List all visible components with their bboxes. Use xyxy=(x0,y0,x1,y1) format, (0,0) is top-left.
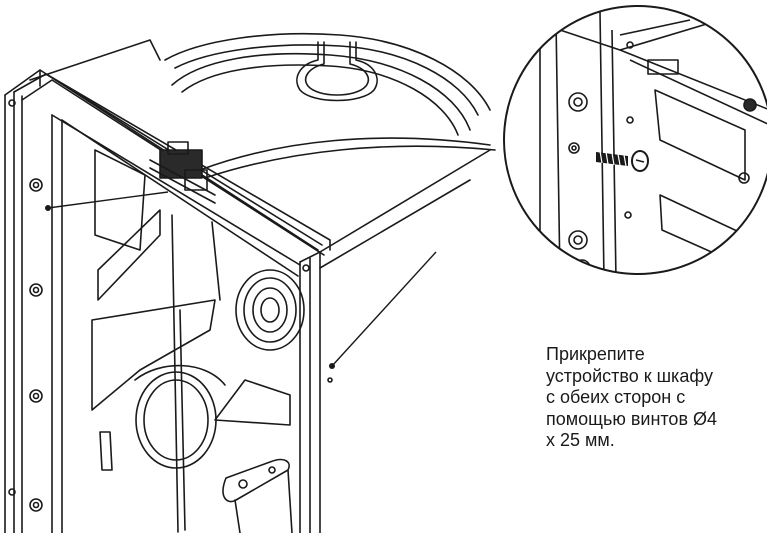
screw-point-left xyxy=(45,205,51,211)
screw-point-right xyxy=(329,363,335,369)
instruction-line: Прикрепите xyxy=(546,344,645,364)
instruction-line: устройство к шкафу xyxy=(546,365,713,386)
instruction-line: х 25 мм. xyxy=(546,430,615,450)
screw-icon xyxy=(596,150,649,172)
instruction-line: помощью винтов Ø4 xyxy=(546,408,718,429)
leader-lines xyxy=(47,191,437,367)
appliance-cabinet-drawing xyxy=(4,32,496,533)
instruction-text: Прикрепите устройство к шкафу с обеих ст… xyxy=(546,344,761,452)
zoom-detail-view xyxy=(503,5,767,275)
instruction-line: с обеих сторон с xyxy=(546,387,686,407)
